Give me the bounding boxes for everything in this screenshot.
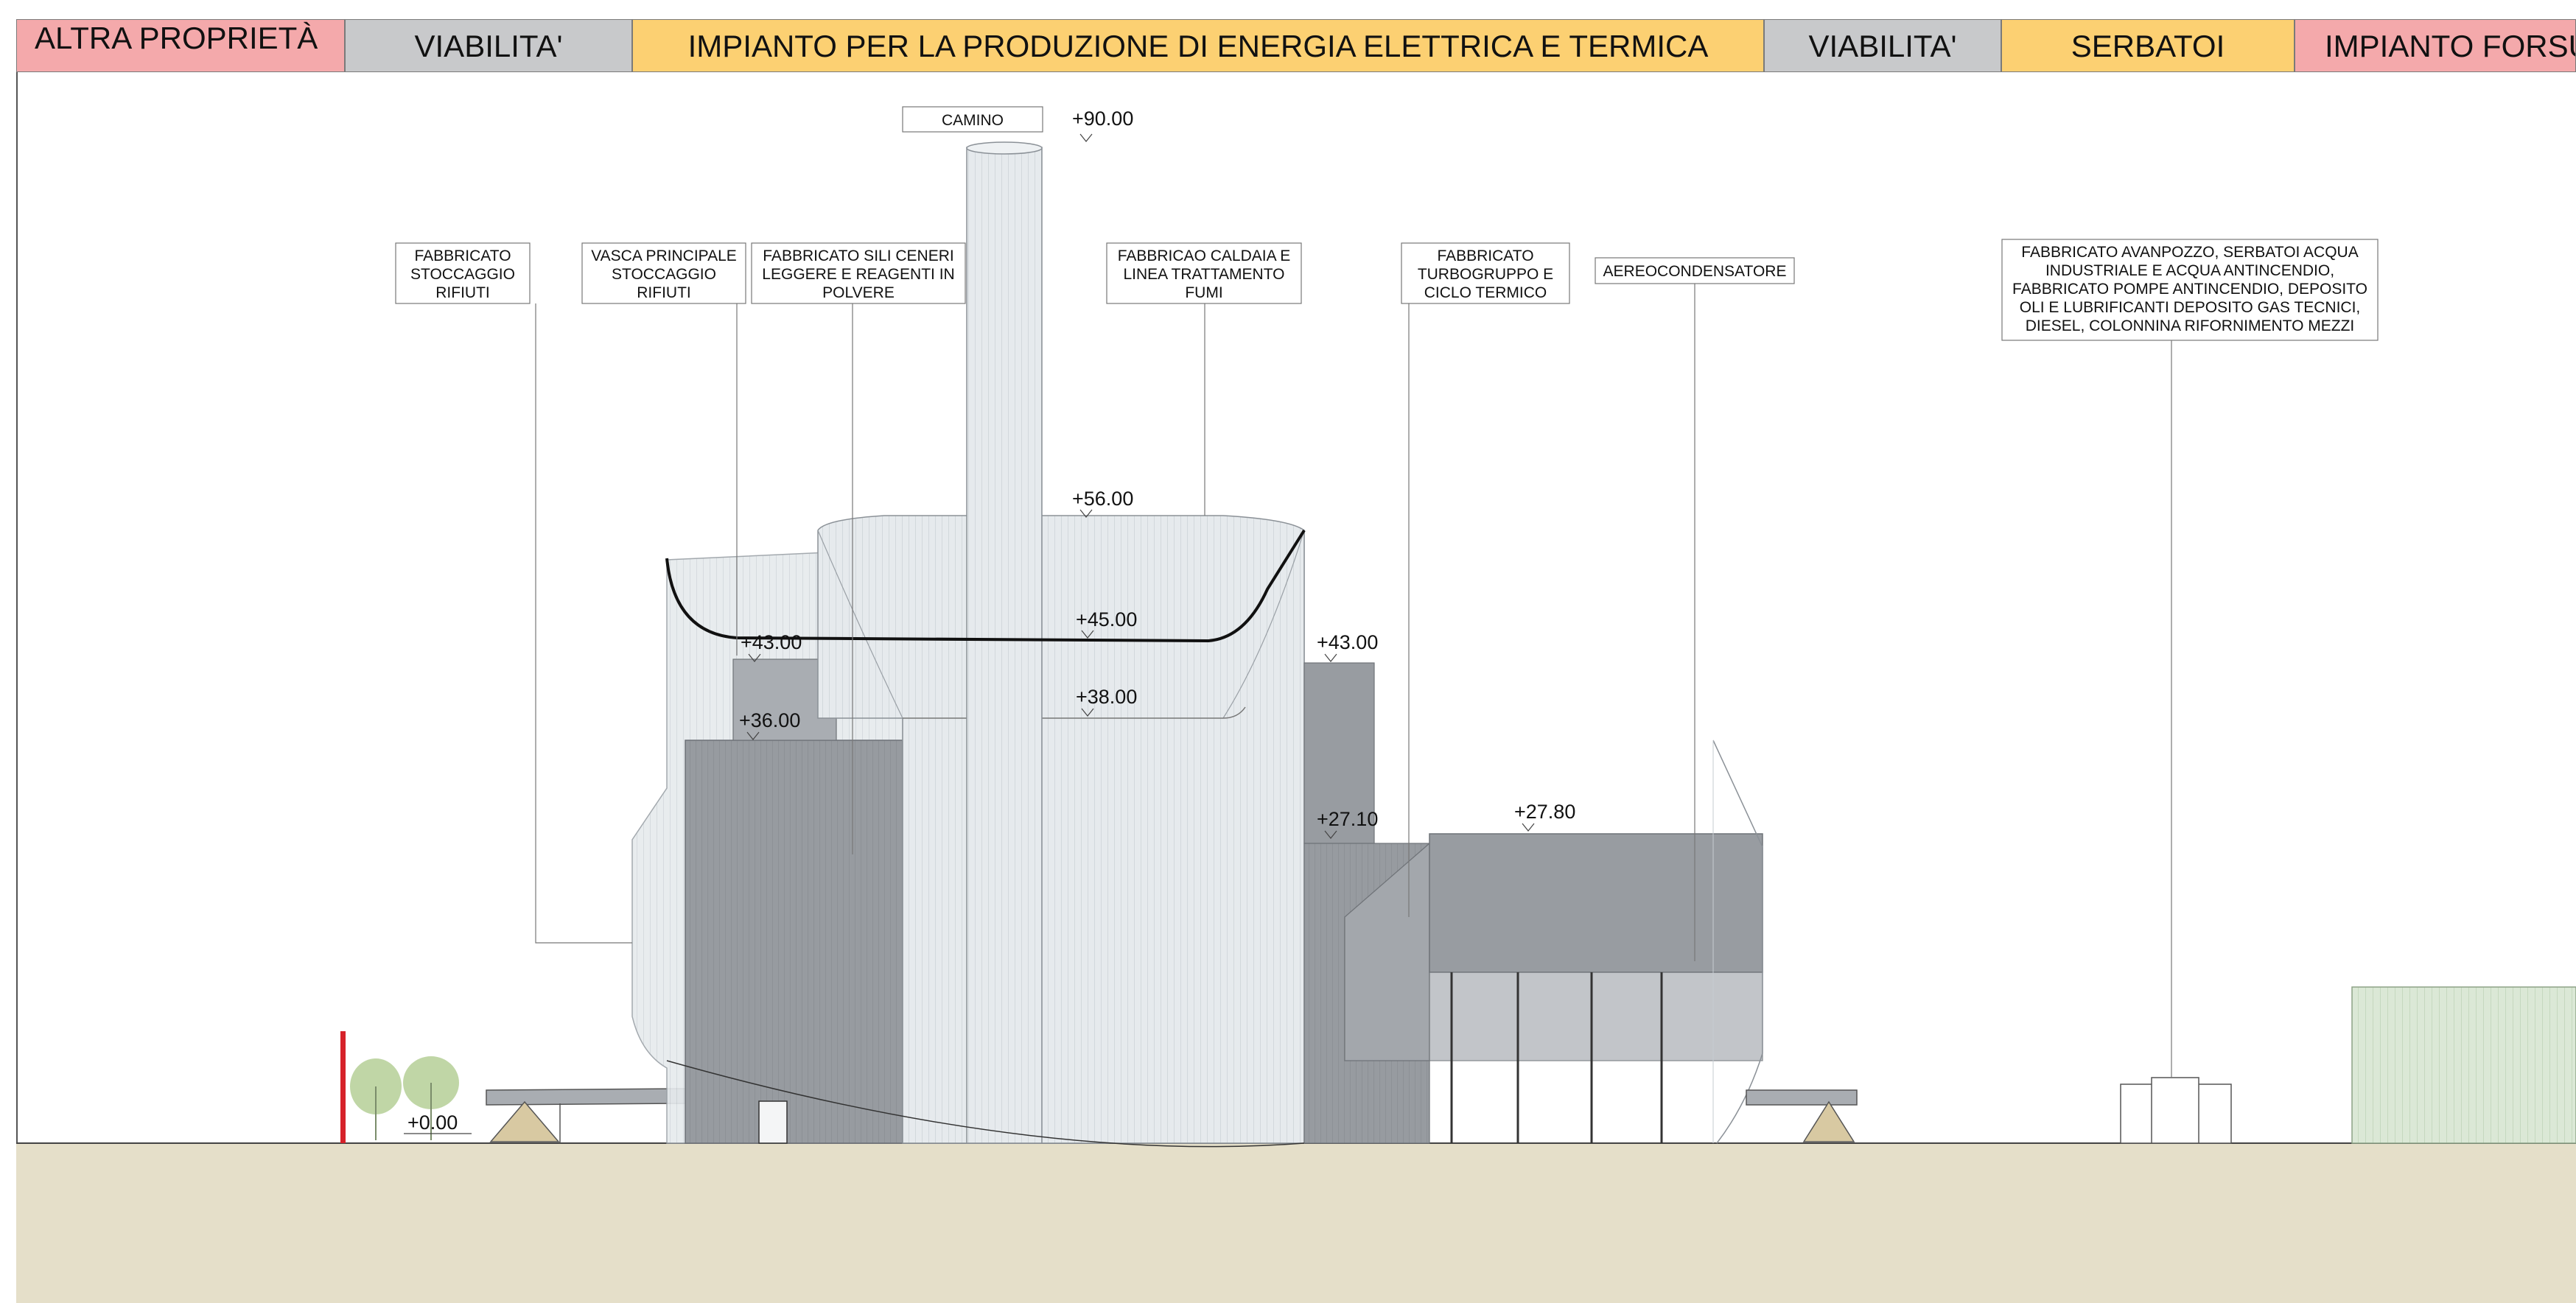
zone-altra-proprieta-label: ALTRA PROPRIETÀ	[35, 21, 318, 55]
label-sili-ceneri: FABBRICATO SILI CENERI LEGGERE E REAGENT…	[751, 242, 966, 304]
svg-text:FABBRICATO: FABBRICATO	[1437, 247, 1533, 264]
building-avanpozzo	[2120, 1077, 2232, 1144]
svg-text:+0.00: +0.00	[407, 1111, 458, 1134]
zone-forsu-label: IMPIANTO FORSU	[2325, 29, 2576, 63]
svg-text:+27.80: +27.80	[1514, 801, 1575, 823]
tree-icon	[350, 1058, 402, 1140]
svg-text:RIFIUTI: RIFIUTI	[435, 284, 490, 301]
svg-text:+43.00: +43.00	[741, 631, 802, 653]
chimney	[966, 141, 1043, 1144]
zone-viabilita-right-label: VIABILITA'	[1808, 29, 1957, 63]
elevation-mark: +38.00	[1076, 686, 1137, 717]
svg-text:CICLO TERMICO: CICLO TERMICO	[1424, 284, 1547, 301]
elevation-mark: +56.00	[1072, 488, 1133, 518]
building-aereocondensatore	[1429, 740, 1763, 1144]
svg-text:INDUSTRIALE E ACQUA ANTINCENDI: INDUSTRIALE E ACQUA ANTINCENDIO,	[2045, 262, 2334, 279]
label-aereocondensatore: AEREOCONDENSATORE	[1595, 257, 1795, 284]
elevation-mark: +43.00	[1317, 631, 1378, 662]
zone-viabilita-right: VIABILITA'	[1764, 19, 2001, 72]
building-caldaia-glass	[817, 515, 1305, 1144]
access-ramp-right	[1746, 1089, 1858, 1142]
truck-icon	[758, 1100, 788, 1144]
svg-text:FUMI: FUMI	[1185, 284, 1222, 301]
svg-text:RIFIUTI: RIFIUTI	[637, 284, 691, 301]
zone-impianto: IMPIANTO PER LA PRODUZIONE DI ENERGIA EL…	[632, 19, 1764, 72]
svg-text:STOCCAGGIO: STOCCAGGIO	[612, 266, 716, 283]
zone-serbatoi: SERBATOI	[2001, 19, 2295, 72]
svg-text:+38.00: +38.00	[1076, 686, 1137, 708]
svg-text:FABBRICATO SILI CENERI: FABBRICATO SILI CENERI	[763, 247, 953, 264]
elevation-mark: +90.00	[1072, 108, 1133, 142]
svg-text:CAMINO: CAMINO	[942, 112, 1004, 129]
ground	[16, 1143, 2576, 1303]
elevation-mark: +36.00	[739, 709, 800, 740]
leader-lines	[535, 284, 2172, 1078]
svg-text:OLI E LUBRIFICANTI DEPOSITO GA: OLI E LUBRIFICANTI DEPOSITO GAS TECNICI,	[2020, 299, 2360, 316]
label-camino: CAMINO	[902, 106, 1043, 133]
svg-text:+45.00: +45.00	[1076, 608, 1137, 631]
svg-text:FABBRICATO: FABBRICATO	[414, 247, 511, 264]
label-turbogruppo: FABBRICATO TURBOGRUPPO E CICLO TERMICO	[1401, 242, 1570, 304]
svg-text:AEREOCONDENSATORE: AEREOCONDENSATORE	[1603, 263, 1787, 280]
svg-text:POLVERE: POLVERE	[822, 284, 895, 301]
access-ramp-left	[486, 1088, 686, 1143]
svg-text:+56.00: +56.00	[1072, 488, 1133, 510]
elevation-mark: +27.10	[1317, 808, 1378, 839]
zone-forsu: IMPIANTO FORSU	[2295, 19, 2576, 72]
svg-text:+36.00: +36.00	[739, 709, 800, 731]
svg-text:+43.00: +43.00	[1317, 631, 1378, 653]
tree-icon	[403, 1056, 459, 1140]
zone-altra-proprieta: ALTRA PROPRIETÀ	[16, 19, 345, 72]
elevation-mark: +43.00	[741, 631, 802, 662]
label-vasca-principale: VASCA PRINCIPALE STOCCAGGIO RIFIUTI	[581, 242, 746, 304]
elevation-mark: +0.00	[404, 1111, 472, 1134]
svg-text:TURBOGRUPPO E: TURBOGRUPPO E	[1418, 266, 1553, 283]
svg-text:LEGGERE E REAGENTI IN: LEGGERE E REAGENTI IN	[762, 266, 954, 283]
zone-impianto-label: IMPIANTO PER LA PRODUZIONE DI ENERGIA EL…	[687, 29, 1709, 63]
elevation-mark: +27.80	[1514, 801, 1575, 832]
ramp-curve-line	[666, 1060, 1305, 1148]
svg-text:FABBRICATO POMPE ANTINCENDIO,: FABBRICATO POMPE ANTINCENDIO, DEPOSITO	[2012, 281, 2367, 298]
building-vasca-stoccaggio	[685, 740, 903, 1144]
svg-text:VASCA PRINCIPALE: VASCA PRINCIPALE	[591, 247, 737, 264]
svg-text:DIESEL, COLONNINA RIFORNIMENTO: DIESEL, COLONNINA RIFORNIMENTO MEZZI	[2026, 317, 2355, 334]
level-38-outline	[903, 706, 1246, 719]
label-avanpozzo: FABBRICATO AVANPOZZO, SERBATOI ACQUA IND…	[2001, 239, 2379, 341]
building-forsu	[2351, 986, 2576, 1144]
svg-text:FABBRICAO CALDAIA E: FABBRICAO CALDAIA E	[1118, 247, 1291, 264]
zone-viabilita-left-label: VIABILITA'	[414, 29, 563, 63]
svg-text:STOCCAGGIO: STOCCAGGIO	[410, 266, 515, 283]
svg-text:+27.10: +27.10	[1317, 808, 1378, 830]
svg-text:+90.00: +90.00	[1072, 108, 1133, 130]
boundary-marker	[340, 1031, 346, 1143]
building-turbogruppo	[1303, 662, 1430, 1144]
elevation-mark: +45.00	[1076, 608, 1137, 639]
zone-viabilita-left: VIABILITA'	[345, 19, 632, 72]
building-caldaia-edges	[817, 530, 1305, 719]
drawing-frame-left	[16, 72, 18, 1143]
label-caldaia: FABBRICAO CALDAIA E LINEA TRATTAMENTO FU…	[1106, 242, 1302, 304]
label-stoccaggio-rifiuti: FABBRICATO STOCCAGGIO RIFIUTI	[395, 242, 531, 304]
zone-header-bar: ALTRA PROPRIETÀ VIABILITA' IMPIANTO PER …	[16, 19, 2576, 74]
zone-serbatoi-label: SERBATOI	[2071, 29, 2225, 63]
svg-text:LINEA TRATTAMENTO: LINEA TRATTAMENTO	[1124, 266, 1285, 283]
svg-text:FABBRICATO AVANPOZZO, SERBATOI: FABBRICATO AVANPOZZO, SERBATOI ACQUA	[2021, 244, 2358, 261]
